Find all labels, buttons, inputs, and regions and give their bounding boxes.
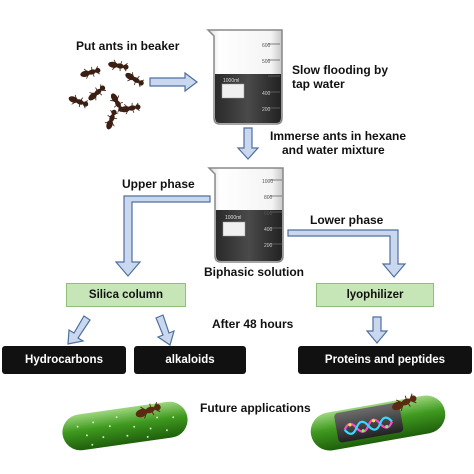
beaker-icon: 1000ml 1000 800 600 400 200 <box>207 167 284 263</box>
ant-icon <box>68 59 145 130</box>
label-immerse-line1: Immerse ants in hexane <box>270 129 407 143</box>
arrow-down-1 <box>236 127 260 160</box>
label-slow-flooding-line1: Slow flooding by <box>292 63 388 77</box>
beaker-volume-label: 1000ml <box>225 215 241 221</box>
arrow-to-hydrocarbons <box>67 315 91 345</box>
label-lower-phase: Lower phase <box>310 213 384 227</box>
beaker-tick: 600 <box>264 211 273 217</box>
label-biphasic: Biphasic solution <box>204 265 305 279</box>
label-slow-flooding-line2: tap water <box>292 76 345 91</box>
label-immerse-line2: and water mixture <box>282 142 385 157</box>
proteins-box: Proteins and peptides <box>298 346 472 374</box>
arrow-upper-phase <box>114 195 211 277</box>
silica-column-box: Silica column <box>66 283 186 307</box>
beaker-tick: 400 <box>264 227 273 233</box>
beaker-tick: 200 <box>264 243 273 249</box>
arrow-to-proteins <box>365 316 389 344</box>
beaker-tick: 500 <box>262 59 271 65</box>
label-future: Future applications <box>200 401 311 415</box>
beaker-tick: 400 <box>262 91 271 97</box>
beaker-volume-label: 1000ml <box>223 78 239 84</box>
label-after-48: After 48 hours <box>212 317 294 331</box>
label-immerse: Immerse ants in hexane and water mixture <box>270 129 407 158</box>
dna-icon <box>343 416 393 435</box>
label-upper-phase: Upper phase <box>122 177 195 191</box>
beaker-tick: 1000 <box>262 179 273 185</box>
arrow-to-alkaloids <box>155 314 175 346</box>
alkaloids-box: alkaloids <box>134 346 246 374</box>
capsule-icon <box>310 393 446 451</box>
arrow-lower-phase <box>287 229 407 278</box>
label-put-ants: Put ants in beaker <box>76 39 180 53</box>
beaker-tick: 600 <box>262 43 271 49</box>
lyophilizer-box: lyophilizer <box>316 283 434 307</box>
beaker-tick: 200 <box>262 107 271 113</box>
capsule-icon <box>62 401 188 451</box>
beaker-icon: 1000ml 600 500 400 200 <box>206 29 283 125</box>
arrow-to-beaker <box>149 71 198 93</box>
beaker-tick: 800 <box>264 195 273 201</box>
hydrocarbons-box: Hydrocarbons <box>2 346 126 374</box>
label-slow-flooding: Slow flooding by tap water <box>292 63 388 92</box>
